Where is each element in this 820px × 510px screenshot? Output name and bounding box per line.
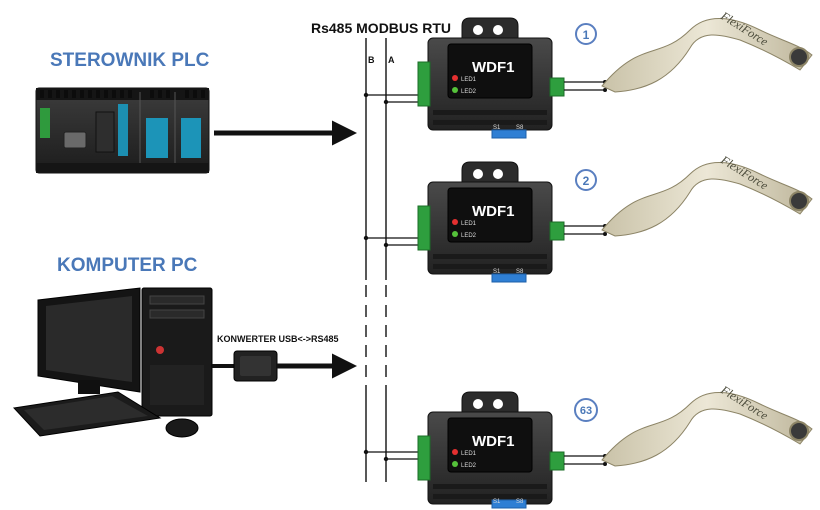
module-2-s8-label: S8 [516, 269, 524, 275]
module-2-led1-label: LED1 [461, 221, 477, 227]
module-2-title: WDF1 [472, 203, 515, 220]
module-2-s1-label: S1 [493, 269, 501, 275]
module-63-title: WDF1 [472, 433, 515, 450]
module-1-s8-label: S8 [516, 125, 524, 131]
module-1-s1-label: S1 [493, 125, 501, 131]
plc-label: STEROWNIK PLC [50, 50, 210, 71]
module-1-led1-label: LED1 [461, 77, 477, 83]
converter-face [240, 356, 271, 376]
wdf1-module-63 [363, 391, 813, 509]
pc-computer [12, 287, 213, 438]
bus-title: Rs485 MODBUS RTU [311, 20, 451, 36]
module-1-address: 1 [583, 28, 590, 42]
module-1-led2-label: LED2 [461, 89, 477, 95]
bus-line-a-label: A [388, 55, 395, 65]
module-63-led1-label: LED1 [461, 451, 477, 457]
module-1-title: WDF1 [472, 59, 515, 76]
module-2-address-badge [575, 169, 597, 191]
wdf1-module-2 [363, 161, 813, 283]
plc-controller [35, 87, 210, 174]
wdf1-module-1 [363, 17, 813, 139]
module-63-address: 63 [580, 405, 592, 417]
pc-label: KOMPUTER PC [57, 255, 198, 276]
module-1-address-badge [575, 23, 597, 45]
bus-line-b-label: B [368, 55, 375, 65]
module-63-led2-label: LED2 [461, 463, 477, 469]
module-2-address: 2 [583, 174, 590, 188]
converter-label: KONWERTER USB<->RS485 [217, 334, 339, 344]
module-63-address-badge [574, 398, 598, 422]
module-63-s8-label: S8 [516, 499, 524, 505]
module-63-s1-label: S1 [493, 499, 501, 505]
module-2-led2-label: LED2 [461, 233, 477, 239]
